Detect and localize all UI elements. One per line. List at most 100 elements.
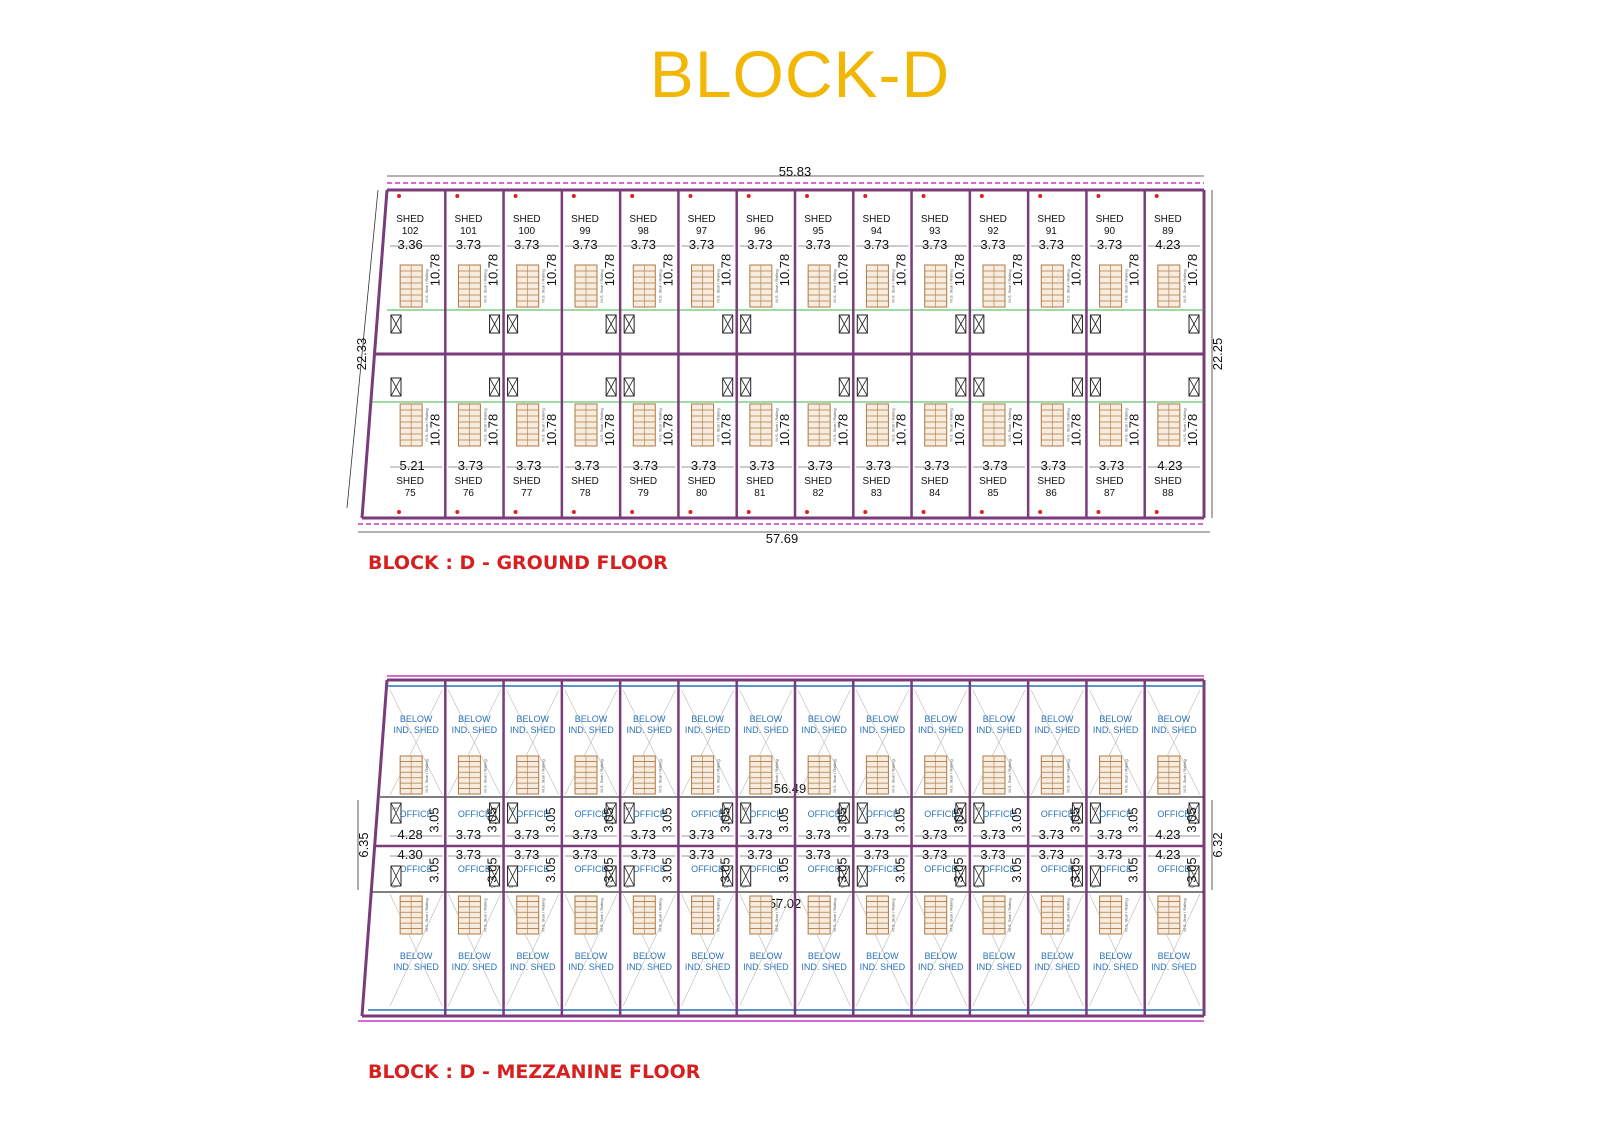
shed-label-bottom: SHED [571,476,599,487]
stair-note-top: M.S. Stair / Railing [949,759,954,792]
window-bottom [605,377,617,397]
stair-bottom [865,403,889,447]
shed-width-top: 3.73 [1039,237,1064,252]
shed-depth-top: 10.78 [602,254,617,287]
stair-top [457,755,481,795]
below-label-top: BELOW [808,714,841,724]
below-label-bottom: BELOW [575,951,608,961]
left-wall [360,189,389,519]
stair-top [1040,755,1064,795]
office-label-bottom: OFFICE [983,864,1016,874]
up-label-top: UP [625,806,631,811]
column-marker [805,194,809,198]
office-width-lower: 3.73 [631,847,656,862]
stair-bottom [399,403,423,447]
window-bottom [623,377,635,397]
shed-width-bottom: 3.73 [574,458,599,473]
office-width-lower: 3.73 [456,847,481,862]
shed-depth-bottom: 10.78 [835,414,850,447]
shed-label-bottom: SHED [746,476,774,487]
window-office-top [1071,802,1083,824]
stair-note-top: M.S. Stair / Railing [1182,269,1187,302]
shed-depth-top: 10.78 [894,254,909,287]
stair-top [632,755,656,795]
stair-note-bottom: M.S. Stair / Railing [832,898,837,931]
below-shed-label-top: IND. SHED [393,725,439,735]
void-cross [856,893,909,1007]
up-label-bottom: UP [1074,884,1080,889]
shed-width-bottom: 3.73 [1099,458,1124,473]
window-cross [390,865,402,887]
top-total-dimension: 55.83 [779,164,812,179]
window-cross [1072,802,1083,824]
stair-bottom [516,895,540,935]
stair-note-bottom: M.S. Stair / Railing [599,408,604,441]
column-marker [455,510,460,514]
stair-note-bottom: M.S. Stair / Railing [657,408,662,441]
shed-number-bottom: 77 [521,488,533,499]
office-label-top: OFFICE [458,809,491,819]
office-width-upper: 3.73 [514,827,539,842]
window-cross [1072,865,1083,887]
office-depth-top: 3.05 [1126,807,1141,832]
shed-number-top: 101 [460,226,477,237]
shed-label-top: SHED [804,214,832,225]
below-label-bottom: BELOW [808,951,841,961]
office-width-lower: 3.73 [805,847,830,862]
stair-top [924,755,948,795]
below-shed-label-top: IND. SHED [801,725,847,735]
shed-label-bottom: SHED [396,476,424,487]
up-label-bottom: UP [975,884,981,889]
stair-note-bottom: M.S. Stair / Railing [949,898,954,931]
shed-depth-bottom: 10.78 [602,414,617,447]
window-top [507,314,519,334]
shed-number-bottom: 82 [813,488,825,499]
stair-top [399,755,423,795]
below-label-bottom: BELOW [866,951,899,961]
up-label-bottom: UP [607,884,613,889]
stair-note-bottom: M.S. Stair / Railing [1065,408,1070,441]
stair-note-top: M.S. Stair / Railing [424,269,429,302]
void-cross [972,893,1026,1007]
below-label-top: BELOW [458,714,491,724]
stair-note-bottom: M.S. Stair / Railing [716,408,721,441]
stair-bottom [691,895,715,935]
window-cross [489,314,500,334]
window-bottom [1071,377,1083,397]
below-shed-label-top: IND. SHED [627,725,673,735]
stair-note-bottom: M.S. Stair / Railing [541,408,546,441]
stair-bottom [516,403,540,447]
window-office-bottom [390,865,402,887]
below-shed-label-top: IND. SHED [510,725,556,735]
office-width-lower: 3.73 [572,847,597,862]
void-cross [389,689,443,796]
office-depth-top: 3.05 [659,807,674,832]
below-label-bottom: BELOW [458,951,491,961]
up-label-bottom: UP [1092,884,1098,889]
stair-note-top: M.S. Stair / Railing [1124,759,1129,792]
window-bottom [973,377,985,397]
stair-note-bottom: M.S. Stair / Railing [424,898,429,931]
stair-note-top: M.S. Stair / Railing [890,759,895,792]
window-cross [489,865,500,887]
void-cross [1089,893,1142,1007]
window-bottom [507,377,519,397]
stair-note-top: M.S. Stair / Railing [716,759,721,792]
below-shed-label-top: IND. SHED [685,725,731,735]
office-label-bottom: OFFICE [1041,864,1074,874]
below-label-bottom: BELOW [691,951,724,961]
office-width-lower: 4.23 [1155,847,1180,862]
shed-depth-bottom: 10.78 [894,414,909,447]
shed-depth-top: 10.78 [835,254,850,287]
stair-top [749,755,773,795]
shed-depth-bottom: 10.78 [1127,414,1142,447]
shed-number-top: 92 [987,226,999,237]
void-cross [914,689,968,796]
office-label-bottom: OFFICE [400,864,433,874]
shed-depth-top: 10.78 [952,254,967,287]
void-cross [1030,893,1084,1007]
left-height-dimension: 6.35 [356,832,371,857]
below-label-bottom: BELOW [983,951,1016,961]
stair-bottom [749,403,773,447]
shed-width-bottom: 3.73 [924,458,949,473]
